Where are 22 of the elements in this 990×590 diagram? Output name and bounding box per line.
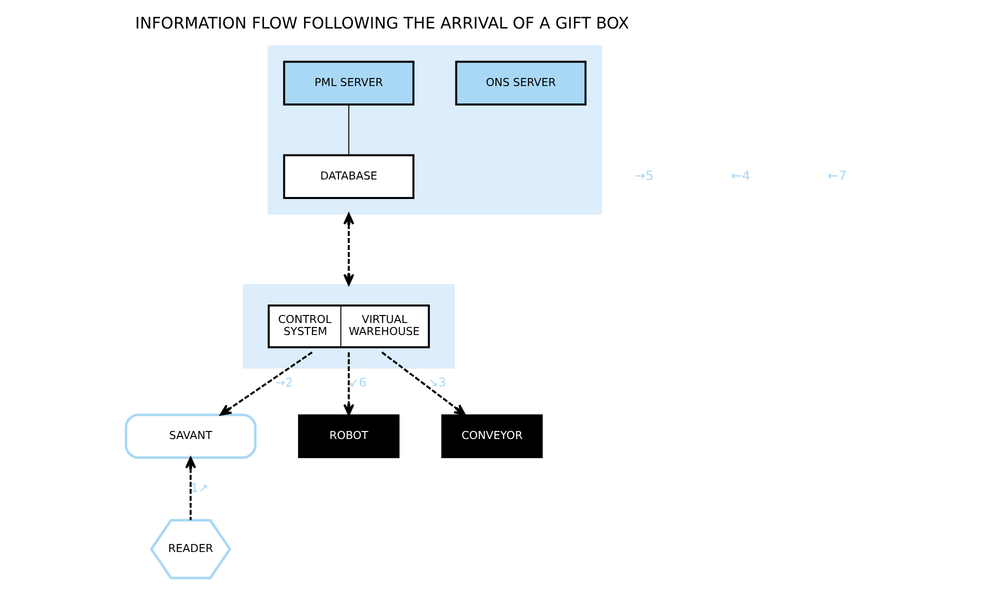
node-box: PML SERVER — [283, 60, 414, 106]
arrow — [381, 352, 466, 416]
edge-label: ↙6 — [348, 376, 367, 390]
arrow — [343, 212, 354, 286]
edge-label: ↘3 — [428, 376, 446, 390]
connector — [348, 104, 350, 156]
node-box: SAVANT — [124, 414, 257, 459]
node-box: ONS SERVER — [455, 60, 586, 106]
edge-label: 1↗ — [190, 481, 208, 496]
node-box: CONVEYOR — [441, 414, 543, 458]
cluster — [242, 284, 455, 369]
arrow — [220, 352, 313, 416]
arrow — [343, 352, 354, 416]
cluster — [268, 45, 602, 214]
diagram-title: INFORMATION FLOW FOLLOWING THE ARRIVAL OF A GIFT BOX — [135, 14, 630, 33]
label: →5 — [634, 169, 654, 184]
label: ←4 — [731, 169, 750, 184]
label: ←7 — [828, 169, 847, 184]
node-box: ROBOT — [298, 414, 400, 458]
arrow — [185, 456, 196, 520]
node-box: DATABASE — [283, 154, 414, 200]
edge-label: →2 — [275, 376, 293, 390]
